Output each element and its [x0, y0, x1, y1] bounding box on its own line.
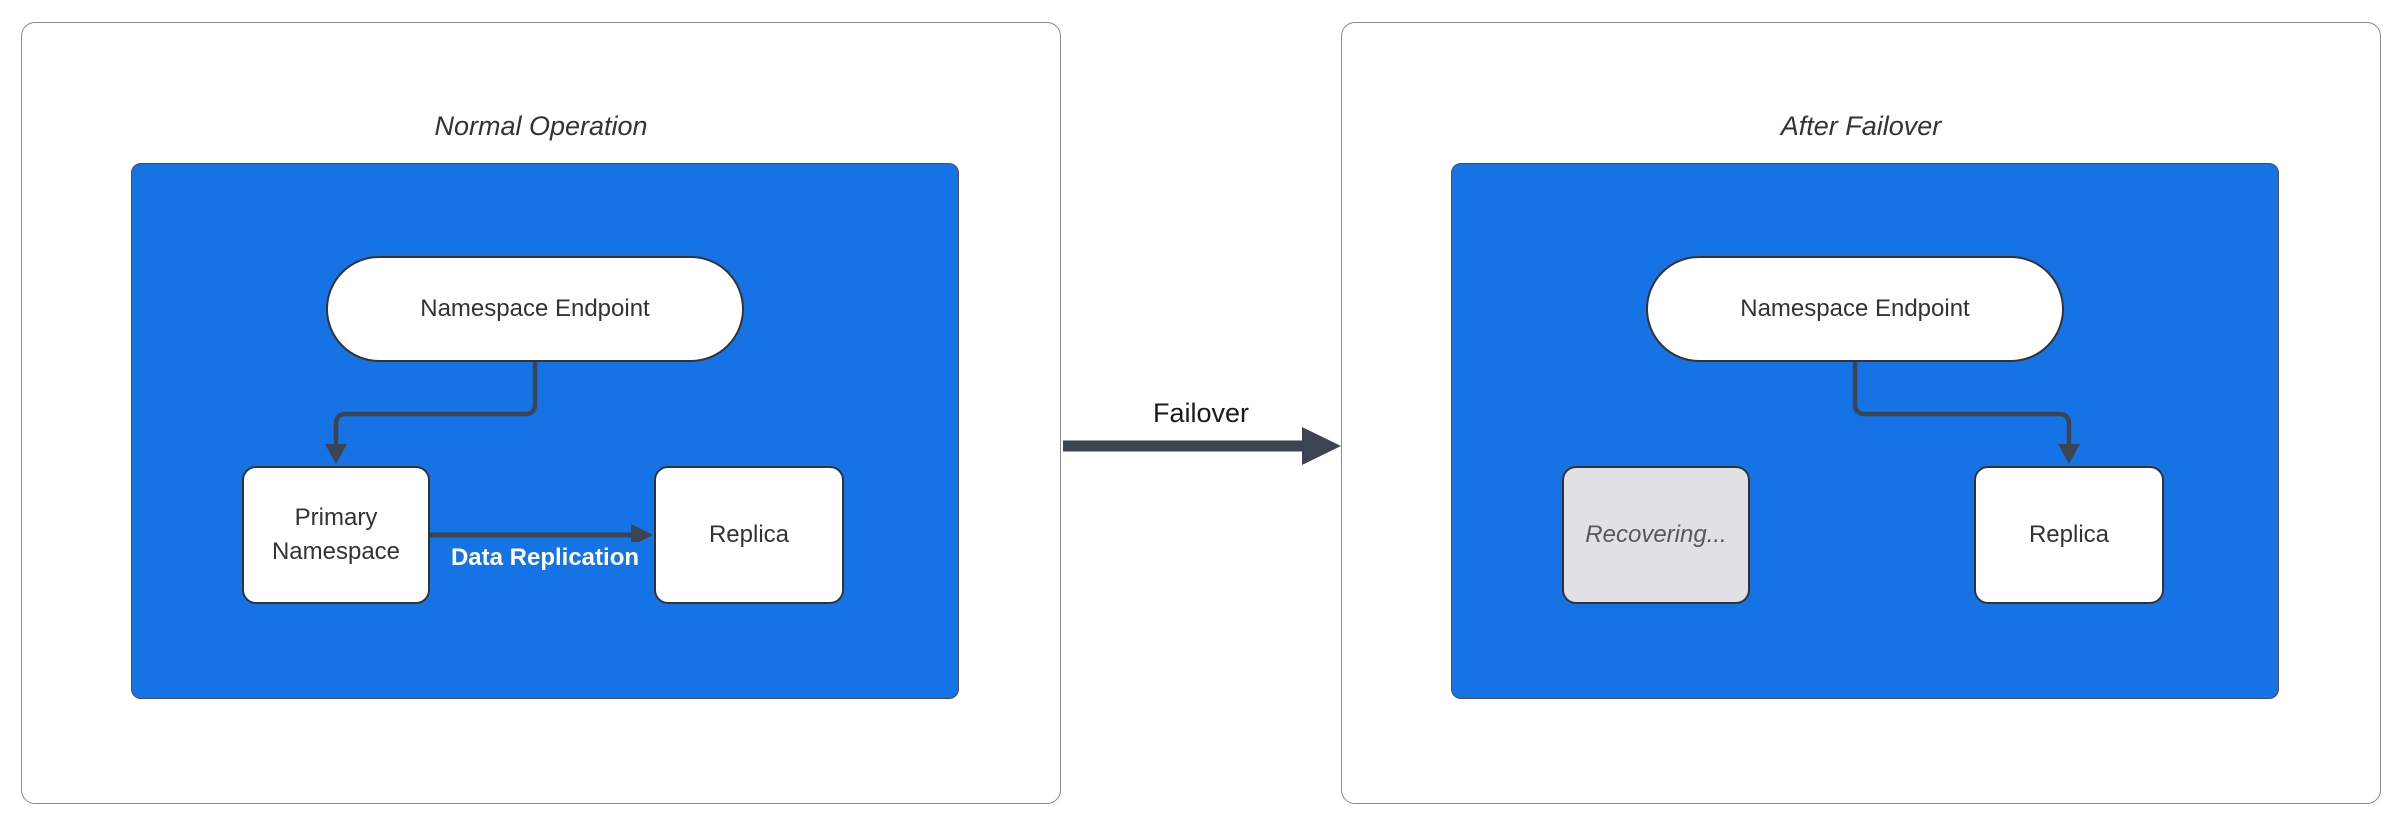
node-label: Primary Namespace: [271, 504, 401, 565]
failover-label: Failover: [1152, 398, 1250, 428]
node-primary-namespace: Primary Namespace: [242, 466, 430, 604]
node-label: Recovering...: [1585, 521, 1727, 548]
node-label: Namespace Endpoint: [1740, 295, 1970, 322]
failover-arrowhead: [1302, 427, 1341, 465]
node-recovering: Recovering...: [1562, 466, 1750, 604]
node-replica: Replica: [1974, 466, 2164, 604]
node-namespace-endpoint: Namespace Endpoint: [326, 256, 744, 362]
node-label: Namespace Endpoint: [420, 295, 650, 322]
node-label: Replica: [708, 521, 790, 548]
node-label: Replica: [2028, 521, 2110, 548]
panel-title-after-failover: After Failover: [1780, 111, 1942, 141]
panel-title-normal-operation: Normal Operation: [434, 111, 648, 141]
node-replica: Replica: [654, 466, 844, 604]
namespace-container: [1451, 163, 2279, 699]
edge-label-data-replication: Data Replication: [450, 542, 640, 574]
namespace-container: [131, 163, 959, 699]
node-namespace-endpoint: Namespace Endpoint: [1646, 256, 2064, 362]
panel-normal-operation: Normal Operation Namespace Endpoint Prim…: [21, 22, 1061, 804]
panel-after-failover: After Failover Namespace Endpoint Recove…: [1341, 22, 2381, 804]
